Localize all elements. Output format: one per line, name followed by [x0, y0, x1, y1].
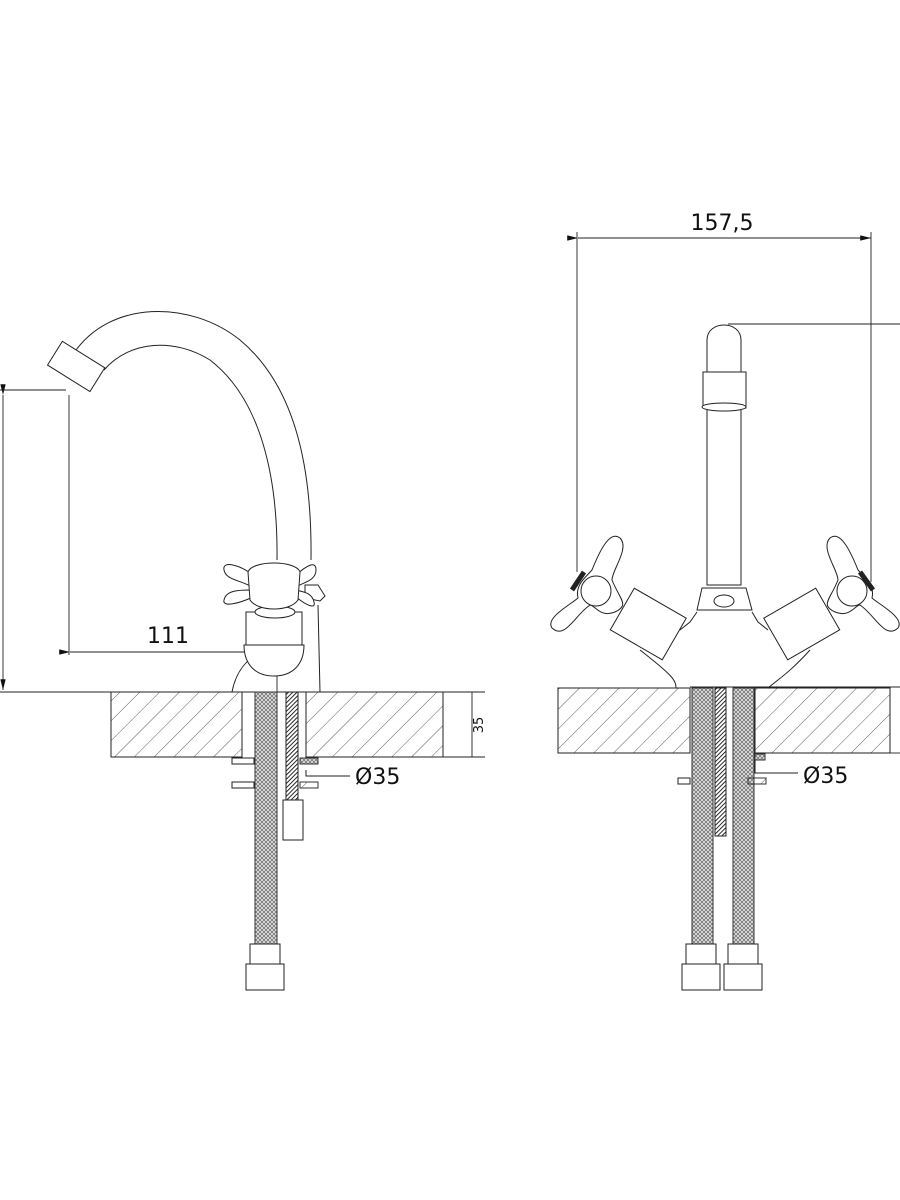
hose-connector	[681, 963, 721, 991]
front-hole-diameter-label: Ø35	[803, 764, 848, 789]
valve-nut	[243, 644, 305, 677]
countertop-section-left	[110, 691, 243, 758]
countertop-section-right	[305, 691, 444, 758]
reach-dimension-label: 111	[147, 624, 189, 649]
mounting-stud	[285, 691, 299, 801]
supply-hose-right	[732, 687, 755, 945]
countertop-section-left	[557, 687, 691, 754]
mounting-nut	[282, 799, 304, 841]
indicator-cap	[569, 570, 587, 592]
countertop-section-right	[754, 687, 891, 754]
faucet-body	[639, 611, 811, 689]
diameter-leader	[305, 770, 350, 777]
spout	[706, 324, 742, 586]
supply-hose	[254, 691, 278, 945]
aerator	[46, 340, 106, 393]
thickness-dimension-label: 35	[472, 717, 487, 734]
hose-connector	[245, 963, 285, 991]
cross-handle-left	[550, 535, 624, 632]
washer	[299, 781, 319, 789]
spout-outer	[73, 310, 312, 561]
hose-connector	[723, 963, 763, 991]
spout-ring	[702, 371, 747, 409]
cross-handle	[223, 562, 317, 610]
hose-ferrule	[727, 943, 759, 965]
diameter-leader	[754, 760, 798, 774]
mounting-stud	[714, 687, 727, 837]
indicator-cap	[857, 570, 876, 592]
supply-hose-left	[691, 687, 714, 945]
side-hole-diameter-label: Ø35	[355, 765, 400, 790]
washer	[231, 781, 255, 789]
cross-handle-right	[826, 535, 900, 632]
washer	[231, 757, 255, 765]
spout-inner	[103, 344, 278, 561]
front-view: 157,5	[550, 211, 900, 991]
valve-left	[609, 587, 687, 661]
side-view: 111 35	[0, 310, 487, 991]
hose-ferrule	[249, 943, 281, 965]
width-dimension-label: 157,5	[691, 211, 754, 236]
hose-ferrule	[685, 943, 717, 965]
valve-right	[763, 587, 841, 661]
gasket	[299, 757, 319, 765]
spout-ring-edge	[701, 402, 747, 412]
